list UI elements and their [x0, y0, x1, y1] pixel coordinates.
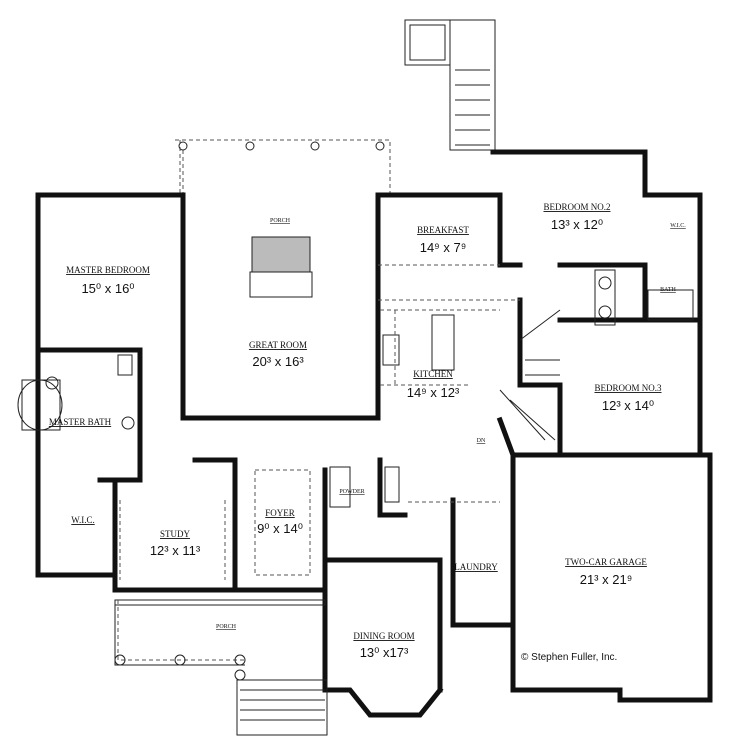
room-size-foyer: 9⁰ x 14⁰ — [257, 521, 303, 536]
room-name-bedroom3: BEDROOM NO.3 — [594, 383, 662, 393]
room-size-bedroom2: 13³ x 12⁰ — [551, 217, 603, 232]
room-name-breakfast: BREAKFAST — [417, 225, 469, 235]
room-name-master-bedroom: MASTER BEDROOM — [66, 265, 150, 275]
stair-down-label: DN — [477, 438, 486, 444]
room-size-kitchen: 14⁹ x 12³ — [407, 385, 460, 400]
room-name-bath: BATH — [660, 287, 676, 293]
room-name-laundry: LAUNDRY — [454, 562, 498, 572]
room-name-porch-front: PORCH — [216, 624, 237, 630]
room-name-porch-rear: PORCH — [270, 218, 291, 224]
room-size-garage: 21³ x 21⁹ — [580, 572, 633, 587]
rear-steps — [404, 19, 496, 151]
copyright-text: © Stephen Fuller, Inc. — [521, 652, 617, 663]
room-size-study: 12³ x 11³ — [150, 543, 201, 558]
room-size-great-room: 20³ x 16³ — [252, 354, 304, 369]
room-name-foyer: FOYER — [265, 508, 295, 518]
room-name-dining: DINING ROOM — [353, 631, 414, 641]
room-name-wic-bed2: W.I.C. — [670, 223, 686, 229]
room-name-bedroom2: BEDROOM NO.2 — [543, 202, 610, 212]
front-porch — [114, 599, 328, 736]
room-name-great-room: GREAT ROOM — [249, 340, 307, 350]
fixtures — [17, 264, 694, 580]
room-name-powder: POWDER — [339, 489, 364, 495]
room-size-bedroom3: 12³ x 14⁰ — [602, 398, 654, 413]
room-name-study: STUDY — [160, 529, 191, 539]
room-name-master-bath: MASTER BATH — [49, 417, 112, 427]
room-name-wic-master: W.I.C. — [71, 515, 94, 525]
room-size-breakfast: 14⁹ x 7⁹ — [420, 240, 467, 255]
room-size-master-bedroom: 15⁰ x 16⁰ — [81, 281, 134, 296]
room-name-garage: TWO-CAR GARAGE — [565, 557, 647, 567]
room-size-dining: 13⁰ x17³ — [360, 645, 409, 660]
room-name-kitchen: KITCHEN — [413, 369, 453, 379]
